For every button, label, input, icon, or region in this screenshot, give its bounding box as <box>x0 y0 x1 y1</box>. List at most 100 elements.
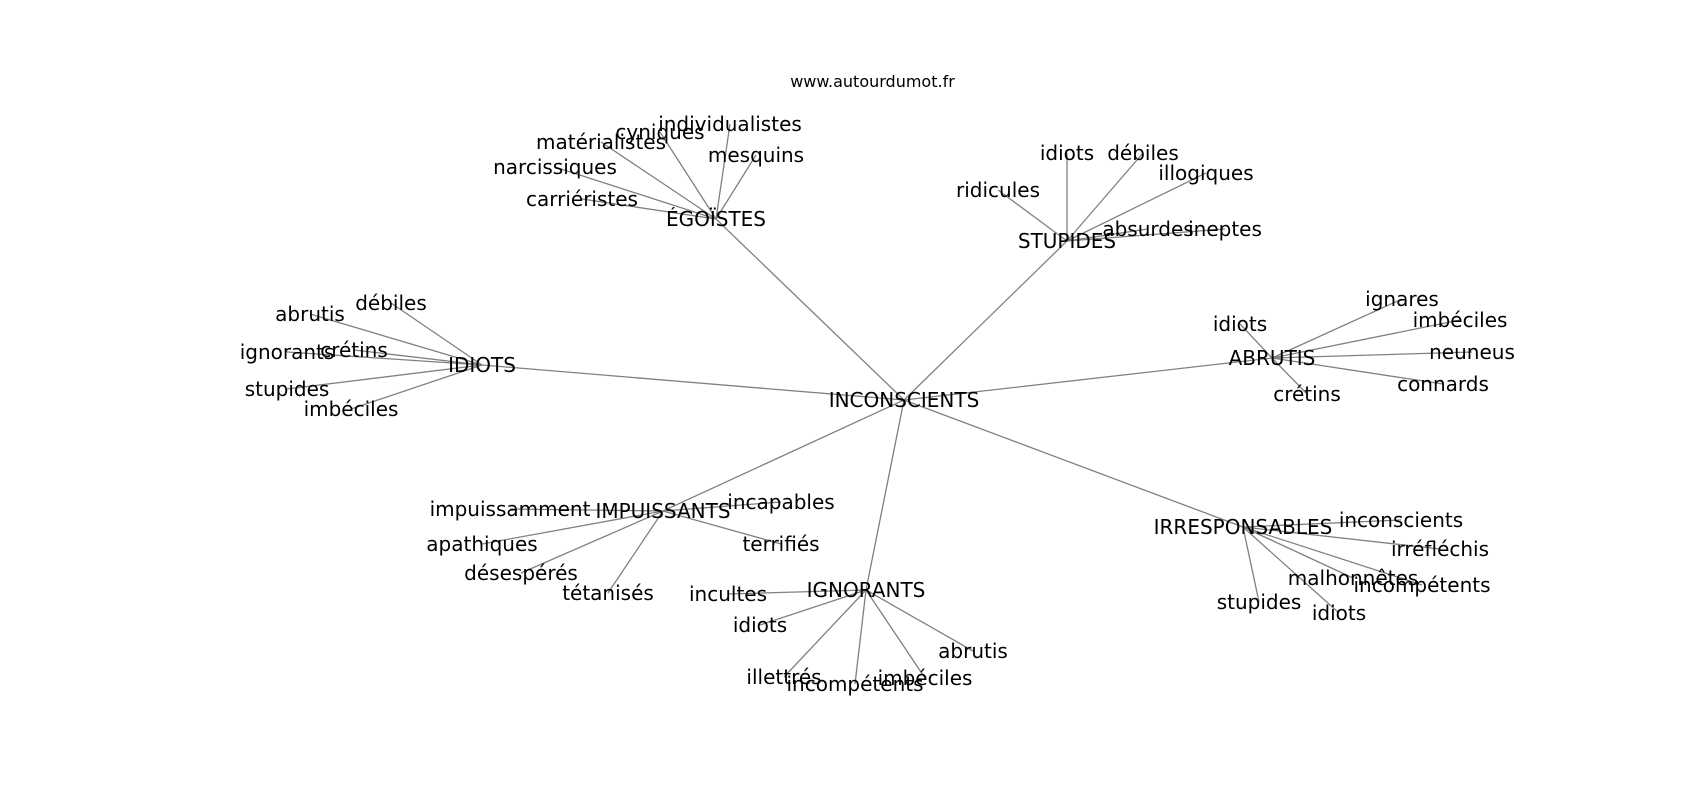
edge-hub-to-leaf <box>1271 351 1473 359</box>
edge-hub-to-leaf <box>353 349 483 366</box>
hub-node: IGNORANTS <box>807 578 926 602</box>
edge-hub-to-leaf <box>1066 228 1149 242</box>
leaf-node: matérialistes <box>536 130 666 154</box>
leaf-node: illettrés <box>746 665 821 689</box>
edge-hub-to-leaf <box>1271 357 1308 395</box>
leaf-node: irréfléchis <box>1391 537 1489 561</box>
leaf-node: inconscients <box>1339 508 1463 532</box>
edge-hub-to-leaf <box>1239 323 1273 359</box>
leaf-node: abrutis <box>275 302 345 326</box>
leaf-node: débiles <box>355 291 427 315</box>
leaf-node: ineptes <box>1188 217 1262 241</box>
leaf-node: ignorants <box>240 340 335 364</box>
edge-hub-to-leaf <box>1242 526 1423 586</box>
center-node: INCONSCIENTS <box>829 388 980 412</box>
edge-hub-to-leaf <box>1271 298 1403 359</box>
edge-hub-to-leaf <box>554 166 717 220</box>
edge-hub-to-leaf <box>865 589 926 679</box>
edge-hub-to-leaf <box>662 501 782 512</box>
edge-center-to-hub <box>903 240 1068 401</box>
edge-hub-to-leaf <box>1242 526 1260 603</box>
leaf-node: cyniques <box>615 120 704 144</box>
leaf-node: idiots <box>733 613 787 637</box>
hub-node: IRRESPONSABLES <box>1154 515 1333 539</box>
leaf-node: imbéciles <box>304 397 399 421</box>
leaf-node: illogiques <box>1158 161 1253 185</box>
leaf-node: débiles <box>1107 141 1179 165</box>
edge-hub-to-leaf <box>1066 228 1226 242</box>
leaf-node: tétanisés <box>562 581 654 605</box>
edge-hub-to-leaf <box>600 141 717 220</box>
edge-hub-to-leaf <box>607 510 664 594</box>
leaf-node: crétins <box>320 338 388 362</box>
leaf-node: imbéciles <box>878 666 973 690</box>
leaf-node: crétins <box>1273 382 1341 406</box>
leaf-node: incompétents <box>1353 573 1490 597</box>
edge-hub-to-leaf <box>286 351 483 366</box>
leaf-node: abrutis <box>938 639 1008 663</box>
edge-hub-to-leaf <box>659 131 717 220</box>
leaf-node: idiots <box>1040 141 1094 165</box>
edge-center-to-hub <box>903 399 1244 528</box>
edge-center-to-hub <box>662 399 905 512</box>
leaf-node: stupides <box>245 377 330 401</box>
edge-hub-to-leaf <box>581 198 717 220</box>
leaf-node: carriéristes <box>526 187 638 211</box>
leaf-node: stupides <box>1217 590 1302 614</box>
edge-hub-to-leaf <box>520 510 664 574</box>
edge-hub-to-leaf <box>865 589 974 652</box>
hub-node: IMPUISSANTS <box>595 499 730 523</box>
edge-hub-to-leaf <box>481 510 664 545</box>
edge-hub-to-leaf <box>509 508 664 512</box>
leaf-node: imbéciles <box>1413 308 1508 332</box>
leaf-node: impuissamment <box>430 497 591 521</box>
edge-center-to-hub <box>481 364 905 401</box>
leaf-node: connards <box>1397 372 1489 396</box>
graph-labels: INCONSCIENTSÉGOÏSTESindividualistescyniq… <box>240 112 1515 696</box>
edge-hub-to-leaf <box>1242 526 1354 579</box>
edge-hub-to-leaf <box>854 589 867 685</box>
edge-center-to-hub <box>865 399 905 591</box>
leaf-node: idiots <box>1312 601 1366 625</box>
edge-hub-to-leaf <box>1242 526 1340 614</box>
hub-node: ÉGOÏSTES <box>666 207 766 231</box>
leaf-node: absurdes <box>1102 217 1193 241</box>
edge-center-to-hub <box>715 218 905 401</box>
edge-hub-to-leaf <box>662 510 782 545</box>
edge-hub-to-leaf <box>783 589 867 678</box>
edge-hub-to-leaf <box>715 123 731 220</box>
edge-hub-to-leaf <box>1066 172 1207 242</box>
hub-node: STUPIDES <box>1018 229 1116 253</box>
leaf-node: incapables <box>727 490 834 514</box>
leaf-node: incultes <box>689 582 767 606</box>
edge-hub-to-leaf <box>1066 152 1144 242</box>
edge-hub-to-leaf <box>997 189 1068 242</box>
edge-hub-to-leaf <box>286 364 483 390</box>
edge-hub-to-leaf <box>1271 357 1444 385</box>
leaf-node: narcissiques <box>493 155 617 179</box>
edge-hub-to-leaf <box>390 302 483 366</box>
edge-hub-to-leaf <box>1271 319 1461 359</box>
leaf-node: idiots <box>1213 312 1267 336</box>
leaf-node: apathiques <box>426 532 537 556</box>
hub-node: ABRUTIS <box>1229 346 1316 370</box>
leaf-node: mesquins <box>708 143 804 167</box>
hub-node: IDIOTS <box>448 353 516 377</box>
leaf-node: malhonnêtes <box>1288 566 1418 590</box>
edge-center-to-hub <box>903 357 1273 401</box>
leaf-node: ridicules <box>956 178 1040 202</box>
edge-hub-to-leaf <box>727 589 867 595</box>
site-caption: www.autourdumot.fr <box>790 72 955 91</box>
edge-hub-to-leaf <box>350 364 483 410</box>
edge-hub-to-leaf <box>1242 519 1402 528</box>
leaf-node: terrifiés <box>742 532 819 556</box>
leaf-node: ignares <box>1365 287 1439 311</box>
edge-hub-to-leaf <box>1242 526 1441 550</box>
edge-hub-to-leaf <box>759 589 867 626</box>
graph-edges <box>286 123 1473 685</box>
leaf-node: neuneus <box>1429 340 1515 364</box>
edge-hub-to-leaf <box>715 154 757 220</box>
leaf-node: désespérés <box>464 561 578 585</box>
leaf-node: incompétents <box>786 672 923 696</box>
